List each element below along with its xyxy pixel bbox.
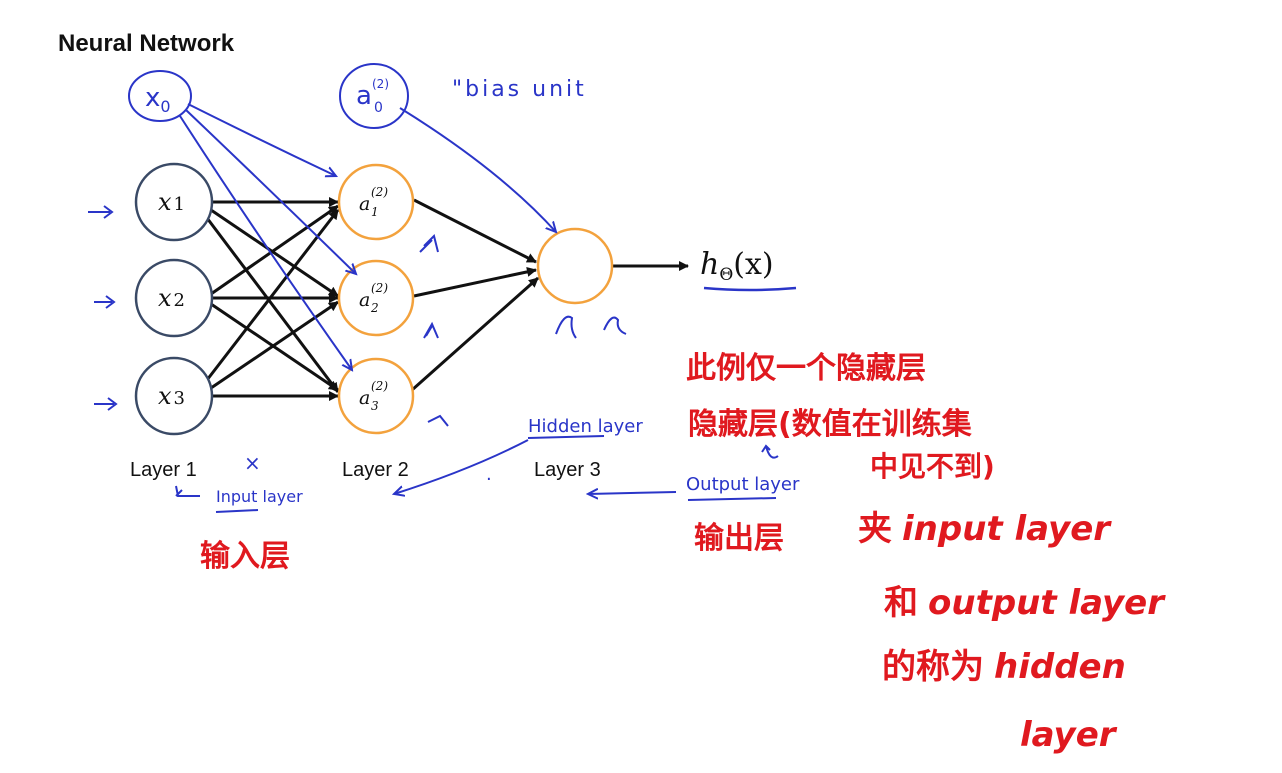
edge-a3-out [411, 276, 539, 392]
hidden-layer-underline [527, 435, 605, 439]
bias-x0-label: x0 [145, 83, 171, 116]
hidden-label-3: a 3 (2) [359, 379, 388, 413]
input-arrow-3 [94, 397, 118, 411]
hidden-up-arrow-1 [419, 234, 439, 253]
input-arrow-2 [94, 295, 116, 309]
hidden-node-2 [337, 259, 415, 337]
svg-text:2: 2 [370, 301, 379, 315]
hidden-node-1 [337, 163, 415, 241]
svg-text:(2): (2) [371, 281, 388, 295]
svg-text:a: a [359, 193, 370, 215]
dot-mark: . [486, 464, 492, 485]
output-layer-pointer [588, 492, 677, 494]
note-mixed-line4: layer [1020, 715, 1118, 755]
input-node-1 [134, 162, 214, 242]
hidden-layer-hook [761, 444, 779, 459]
bias-edge-x0-a1 [187, 103, 336, 176]
hidden-label-2: a 2 (2) [359, 281, 388, 315]
edge-x3-a2 [210, 300, 339, 390]
output-layer-note: Output layer [686, 474, 800, 495]
svg-text:1: 1 [371, 205, 379, 219]
output-layer-underline [687, 497, 777, 501]
input-node-3 [134, 356, 214, 436]
svg-text:(2): (2) [371, 379, 388, 393]
input-layer-cn: 输入层 [200, 539, 290, 574]
svg-text:a: a [359, 387, 370, 409]
bias-a0-label: a 0 (2) [356, 77, 389, 116]
layer-3-label: Layer 3 [534, 459, 601, 481]
edge-x1-a2 [210, 208, 339, 298]
hidden-layer-note: Hidden layer [528, 416, 643, 437]
edge-x2-a3 [210, 302, 339, 392]
svg-text:a: a [359, 289, 370, 311]
hidden-output-connections [411, 198, 689, 392]
bias-edge-x0-a2 [185, 109, 356, 274]
hidden-up-arrow-3 [427, 414, 449, 427]
hidden-label-1: a 1 (2) [359, 185, 388, 219]
svg-text:0: 0 [374, 100, 383, 116]
layer1-arrow [175, 485, 200, 497]
layer-2-label: Layer 2 [342, 459, 409, 481]
hidden-up-arrow-2 [423, 321, 439, 339]
bias-edge-x0-a3 [179, 115, 352, 370]
bias-edge-a0-out [399, 107, 556, 232]
x-mark: × [244, 451, 261, 475]
bias-unit-note: "bias unit [452, 77, 587, 102]
output-layer-cn: 输出层 [694, 521, 784, 556]
bias-x0-circle [128, 70, 192, 122]
svg-text:a: a [356, 81, 372, 111]
blue-annotations [88, 63, 779, 513]
edge-a2-out [413, 266, 537, 298]
edge-x3-a1 [205, 209, 340, 381]
input-hidden-connections [205, 197, 340, 401]
output-up-arrow-2 [603, 316, 627, 335]
output-node [536, 227, 614, 305]
svg-text:(2): (2) [372, 77, 389, 91]
output-up-arrow-1 [555, 315, 577, 339]
note-cn-line3: 中见不到) [870, 450, 995, 483]
bias-a0-circle [339, 63, 409, 129]
edge-x2-a1 [210, 204, 339, 296]
svg-text:3: 3 [371, 399, 379, 413]
hypothesis-underline [703, 286, 797, 292]
input-layer-underline [215, 509, 259, 513]
input-arrow-1 [88, 205, 114, 219]
svg-text:(2): (2) [371, 185, 388, 199]
hidden-node-3 [337, 357, 415, 435]
edge-a1-out [413, 198, 537, 264]
hypothesis-label: hΘ(x) [700, 247, 774, 285]
input-node-2 [134, 258, 214, 338]
hidden-layer-nodes: a 1 (2) a 2 (2) a 3 (2) [337, 163, 415, 435]
page-title: Neural Network [58, 30, 235, 57]
note-cn-line2: 隐藏层(数值在训练集 [688, 407, 973, 442]
layer-1-label: Layer 1 [130, 459, 197, 481]
edge-x1-a3 [205, 217, 340, 393]
note-cn-line1: 此例仅一个隐藏层 [686, 351, 926, 386]
input-layer-note: Input layer [216, 487, 303, 506]
hidden-layer-pointer [394, 439, 529, 494]
